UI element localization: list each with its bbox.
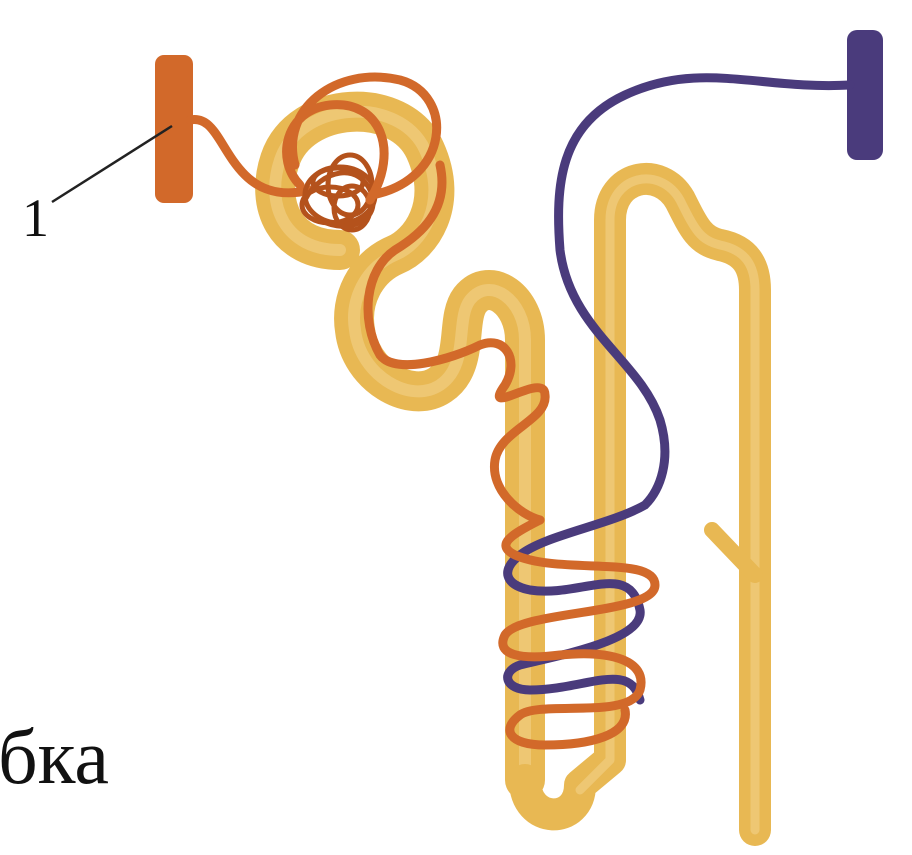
vein-trunk	[847, 30, 883, 160]
label-1: 1	[22, 188, 49, 248]
glomerulus	[302, 155, 375, 230]
caption-fragment: бка	[0, 718, 109, 796]
label-group-1: 1	[22, 126, 172, 248]
renal-vein	[508, 30, 883, 700]
label-1-leader-line	[52, 126, 172, 202]
artery-trunk	[155, 55, 193, 203]
vein-vessel	[520, 78, 850, 555]
